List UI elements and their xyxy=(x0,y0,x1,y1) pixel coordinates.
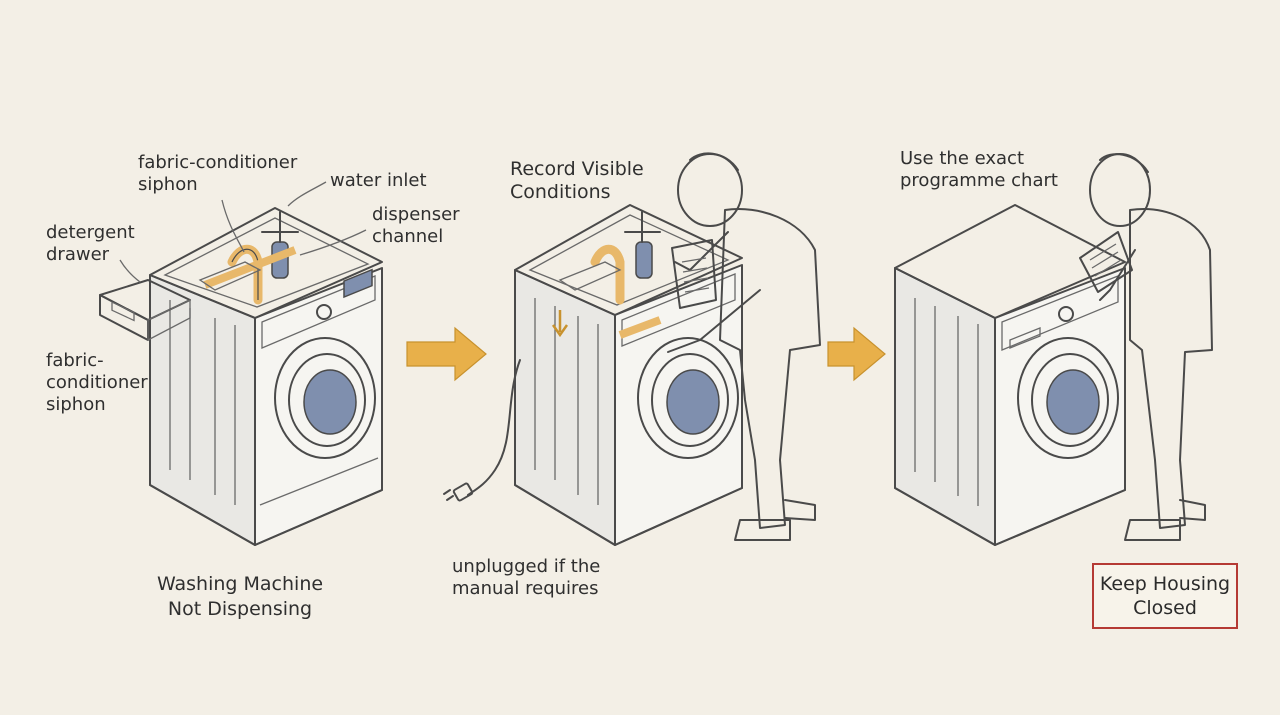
caption-unplugged: unplugged if the manual requires xyxy=(452,556,601,599)
caption-washing-machine-not-dispensing: Washing Machine Not Dispensing xyxy=(156,573,324,620)
washing-machine-closed xyxy=(894,204,1126,546)
leader-lines-panel1 xyxy=(119,181,367,283)
person-reading-chart xyxy=(1079,153,1213,541)
label-water-inlet: water inlet xyxy=(330,170,427,191)
label-dispenser-channel: dispenser channel xyxy=(372,204,460,247)
arrow-step-2 xyxy=(827,326,886,382)
washing-machine-inspection xyxy=(443,204,743,546)
heading-record-visible-conditions: Record Visible Conditions xyxy=(510,158,644,203)
label-fabric-conditioner-siphon-side: fabric- conditioner siphon xyxy=(46,350,148,415)
label-fabric-conditioner-siphon-top: fabric-conditioner siphon xyxy=(138,152,298,195)
person-inspecting xyxy=(667,152,821,541)
label-detergent-drawer: detergent drawer xyxy=(46,222,135,265)
warning-keep-housing-closed: Keep Housing Closed xyxy=(1092,563,1238,629)
washing-machine-open-top xyxy=(99,207,383,546)
heading-use-programme-chart: Use the exact programme chart xyxy=(900,148,1058,191)
arrow-step-1 xyxy=(406,326,487,382)
